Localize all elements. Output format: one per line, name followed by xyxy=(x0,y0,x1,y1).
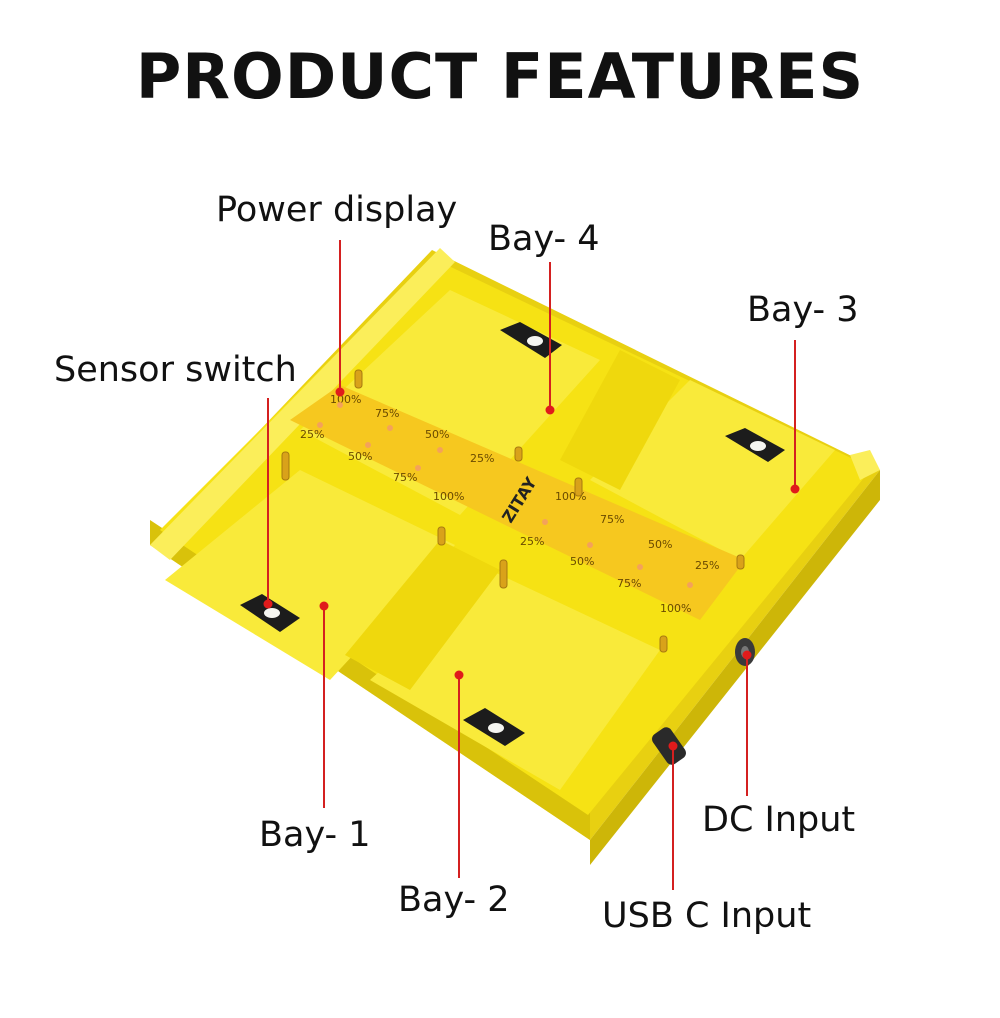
sensor-switches xyxy=(240,322,785,746)
level-mark: 50% xyxy=(425,428,449,441)
contact-pins xyxy=(281,369,745,653)
callout-usb-c-input: USB C Input xyxy=(602,896,812,936)
level-mark: 25% xyxy=(695,559,719,572)
level-mark: 50% xyxy=(570,555,594,568)
page-title: PRODUCT FEATURES xyxy=(135,40,865,113)
level-mark: 50% xyxy=(348,450,372,463)
sensor-switch xyxy=(463,708,525,746)
level-mark: 25% xyxy=(520,535,544,548)
level-mark: 100% xyxy=(330,393,361,406)
callout-sensor-switch: Sensor switch xyxy=(54,350,297,390)
level-mark: 75% xyxy=(600,513,624,526)
callout-bay-4: Bay- 4 xyxy=(488,219,600,259)
level-labels: 100% 75% 50% 25% 25% 50% 75% 100% 100% 7… xyxy=(300,393,719,615)
callout-bay-2: Bay- 2 xyxy=(398,880,510,920)
callout-dc-input: DC Input xyxy=(702,800,856,840)
level-mark: 50% xyxy=(648,538,672,551)
level-mark: 75% xyxy=(617,577,641,590)
level-mark: 25% xyxy=(470,452,494,465)
callout-bay-1: Bay- 1 xyxy=(259,815,371,855)
level-mark: 75% xyxy=(393,471,417,484)
callout-lines xyxy=(267,240,796,890)
level-mark: 75% xyxy=(375,407,399,420)
callout-bay-3: Bay- 3 xyxy=(747,290,859,330)
callout-dots xyxy=(263,387,800,751)
level-mark: 25% xyxy=(300,428,324,441)
level-mark: 100% xyxy=(433,490,464,503)
divider-ridges xyxy=(150,248,880,690)
sensor-switch xyxy=(725,428,785,462)
level-mark: 100% xyxy=(660,602,691,615)
sensor-switch xyxy=(240,594,300,632)
sensor-switch xyxy=(500,322,562,358)
callout-power-display: Power display xyxy=(216,190,458,230)
led-indicators xyxy=(317,402,693,588)
power-display-panel xyxy=(290,385,745,620)
